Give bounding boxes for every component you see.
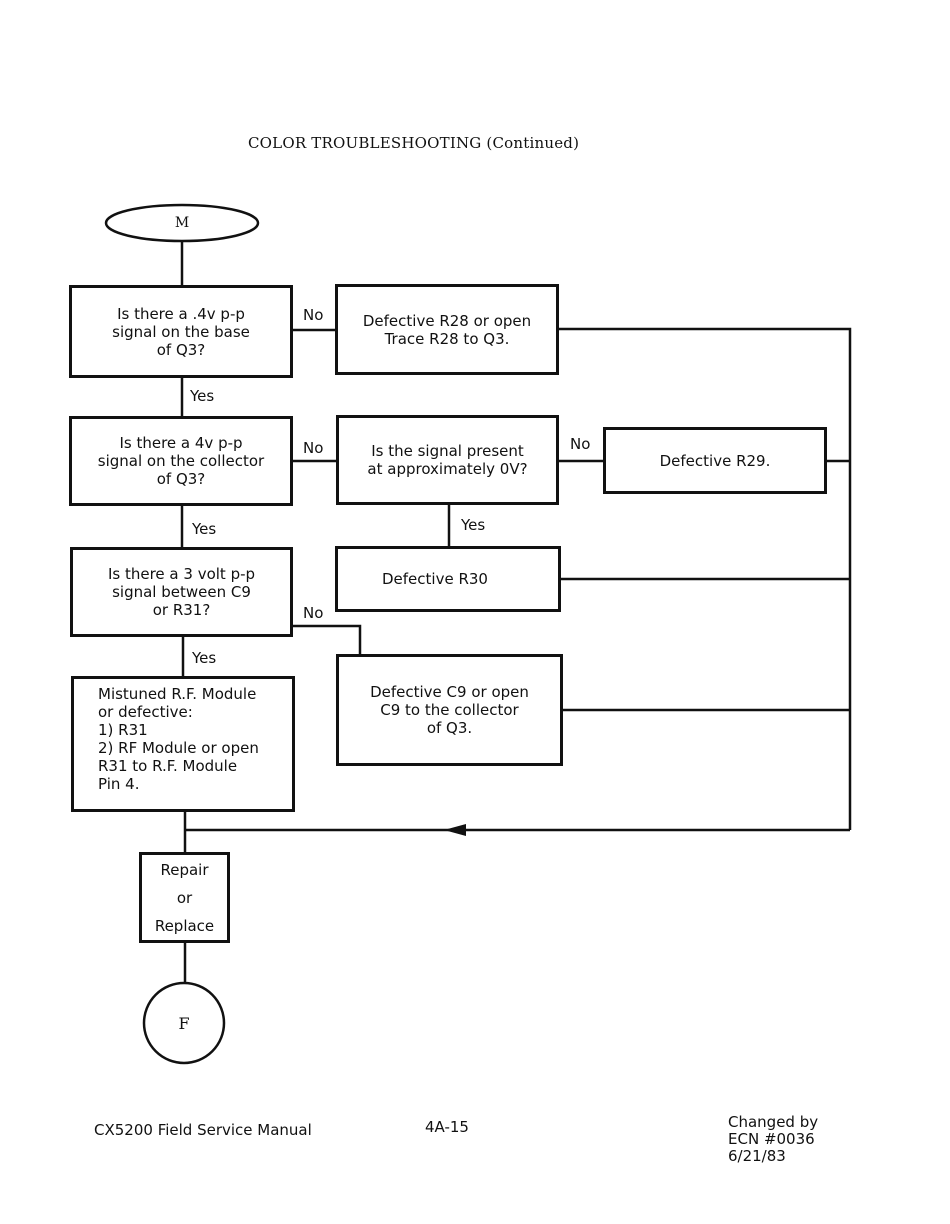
result-c9: Defective C9 or open C9 to the collector…: [336, 654, 563, 766]
label-yes-q3: Yes: [192, 649, 217, 667]
label-no-q1: No: [303, 306, 324, 324]
question-c9-r31: Is there a 3 volt p-p signal between C9 …: [70, 547, 293, 637]
label-no-q4: No: [570, 435, 591, 453]
result-mistuned-rf: Mistuned R.F. Module or defective: 1) R3…: [71, 676, 295, 812]
question-collector-q3-text: Is there a 4v p-p signal on the collecto…: [97, 434, 265, 488]
footer-change-note: Changed by ECN #0036 6/21/83: [728, 1113, 819, 1165]
result-r30: Defective R30: [335, 546, 561, 612]
result-r28: Defective R28 or open Trace R28 to Q3.: [335, 284, 559, 375]
question-collector-q3: Is there a 4v p-p signal on the collecto…: [69, 416, 293, 506]
result-c9-text: Defective C9 or open C9 to the collector…: [370, 683, 529, 737]
label-yes-q2: Yes: [192, 520, 217, 538]
result-r29-text: Defective R29.: [659, 451, 771, 470]
return-arrow: [444, 824, 466, 836]
footer-manual-title: CX5200 Field Service Manual: [94, 1121, 312, 1139]
connector-q3-c9: [292, 624, 362, 655]
repair-or-replace-text: Repair or Replace: [154, 860, 215, 935]
label-no-q2: No: [303, 439, 324, 457]
question-base-q3: Is there a .4v p-p signal on the base of…: [69, 285, 293, 378]
question-signal-0v: Is the signal present at approximately 0…: [336, 415, 559, 505]
result-r29: Defective R29.: [603, 427, 827, 494]
label-yes-q4: Yes: [461, 516, 486, 534]
result-r30-text: Defective R30: [382, 570, 488, 588]
footer-page-number: 4A-15: [425, 1118, 469, 1136]
result-mistuned-rf-text: Mistuned R.F. Module or defective: 1) R3…: [98, 685, 259, 793]
end-terminal-shape: [142, 981, 226, 1065]
question-c9-r31-text: Is there a 3 volt p-p signal between C9 …: [107, 565, 256, 619]
return-r28: [558, 327, 852, 830]
end-terminal: F: [178, 1013, 190, 1033]
repair-or-replace: Repair or Replace: [139, 852, 230, 943]
question-signal-0v-text: Is the signal present at approximately 0…: [367, 442, 528, 478]
question-base-q3-text: Is there a .4v p-p signal on the base of…: [112, 304, 250, 359]
page-title: COLOR TROUBLESHOOTING (Continued): [248, 134, 580, 152]
label-no-q3: No: [303, 604, 324, 622]
start-terminal: M: [174, 215, 190, 231]
label-yes-q1: Yes: [190, 387, 215, 405]
result-r28-text: Defective R28 or open Trace R28 to Q3.: [362, 311, 532, 348]
